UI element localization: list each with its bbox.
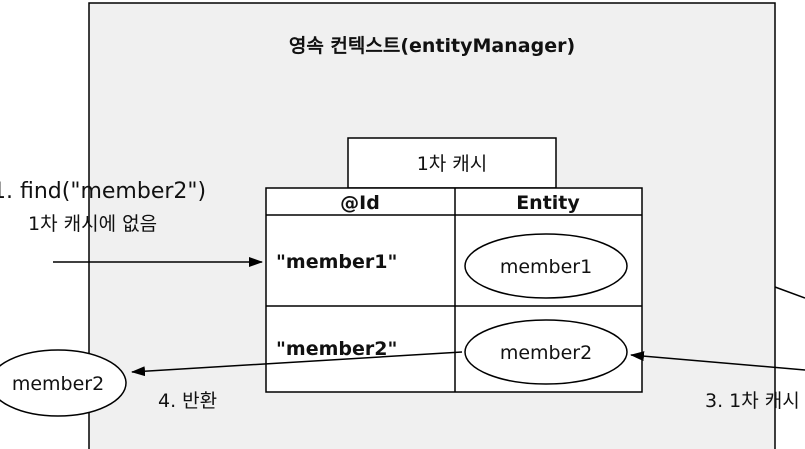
persistence-context-title: 영속 컨텍스트(entityManager) <box>289 35 575 57</box>
first-level-cache-title: 1차 캐시 <box>417 153 488 175</box>
cache-table: @Id Entity "member1" member1 "member2" m… <box>265 187 643 393</box>
step-1-sublabel: 1차 캐시에 없음 <box>28 213 157 235</box>
step-4-label: 4. 반환 <box>158 390 217 412</box>
offscreen-connector-line <box>774 286 805 299</box>
table-row-2-id: "member2" <box>276 338 397 360</box>
table-row-2-entity-ellipse <box>464 319 628 385</box>
table-row-1-id: "member1" <box>276 251 397 273</box>
step-1-label: 1. find("member2") <box>0 179 206 204</box>
returned-entity-label: member2 <box>12 373 104 395</box>
first-level-cache-tab <box>347 137 557 189</box>
step-4-arrow <box>131 351 463 377</box>
table-row-1-entity-ellipse <box>464 233 628 299</box>
returned-entity-ellipse <box>0 349 127 417</box>
table-row-1-entity: member1 <box>500 256 592 278</box>
step-3-arrow <box>630 351 805 371</box>
table-header-entity: Entity <box>516 192 580 214</box>
table-row-2-entity: member2 <box>500 342 592 364</box>
step-3-label: 3. 1차 캐시 <box>705 390 800 412</box>
table-header-id: @Id <box>340 192 380 214</box>
